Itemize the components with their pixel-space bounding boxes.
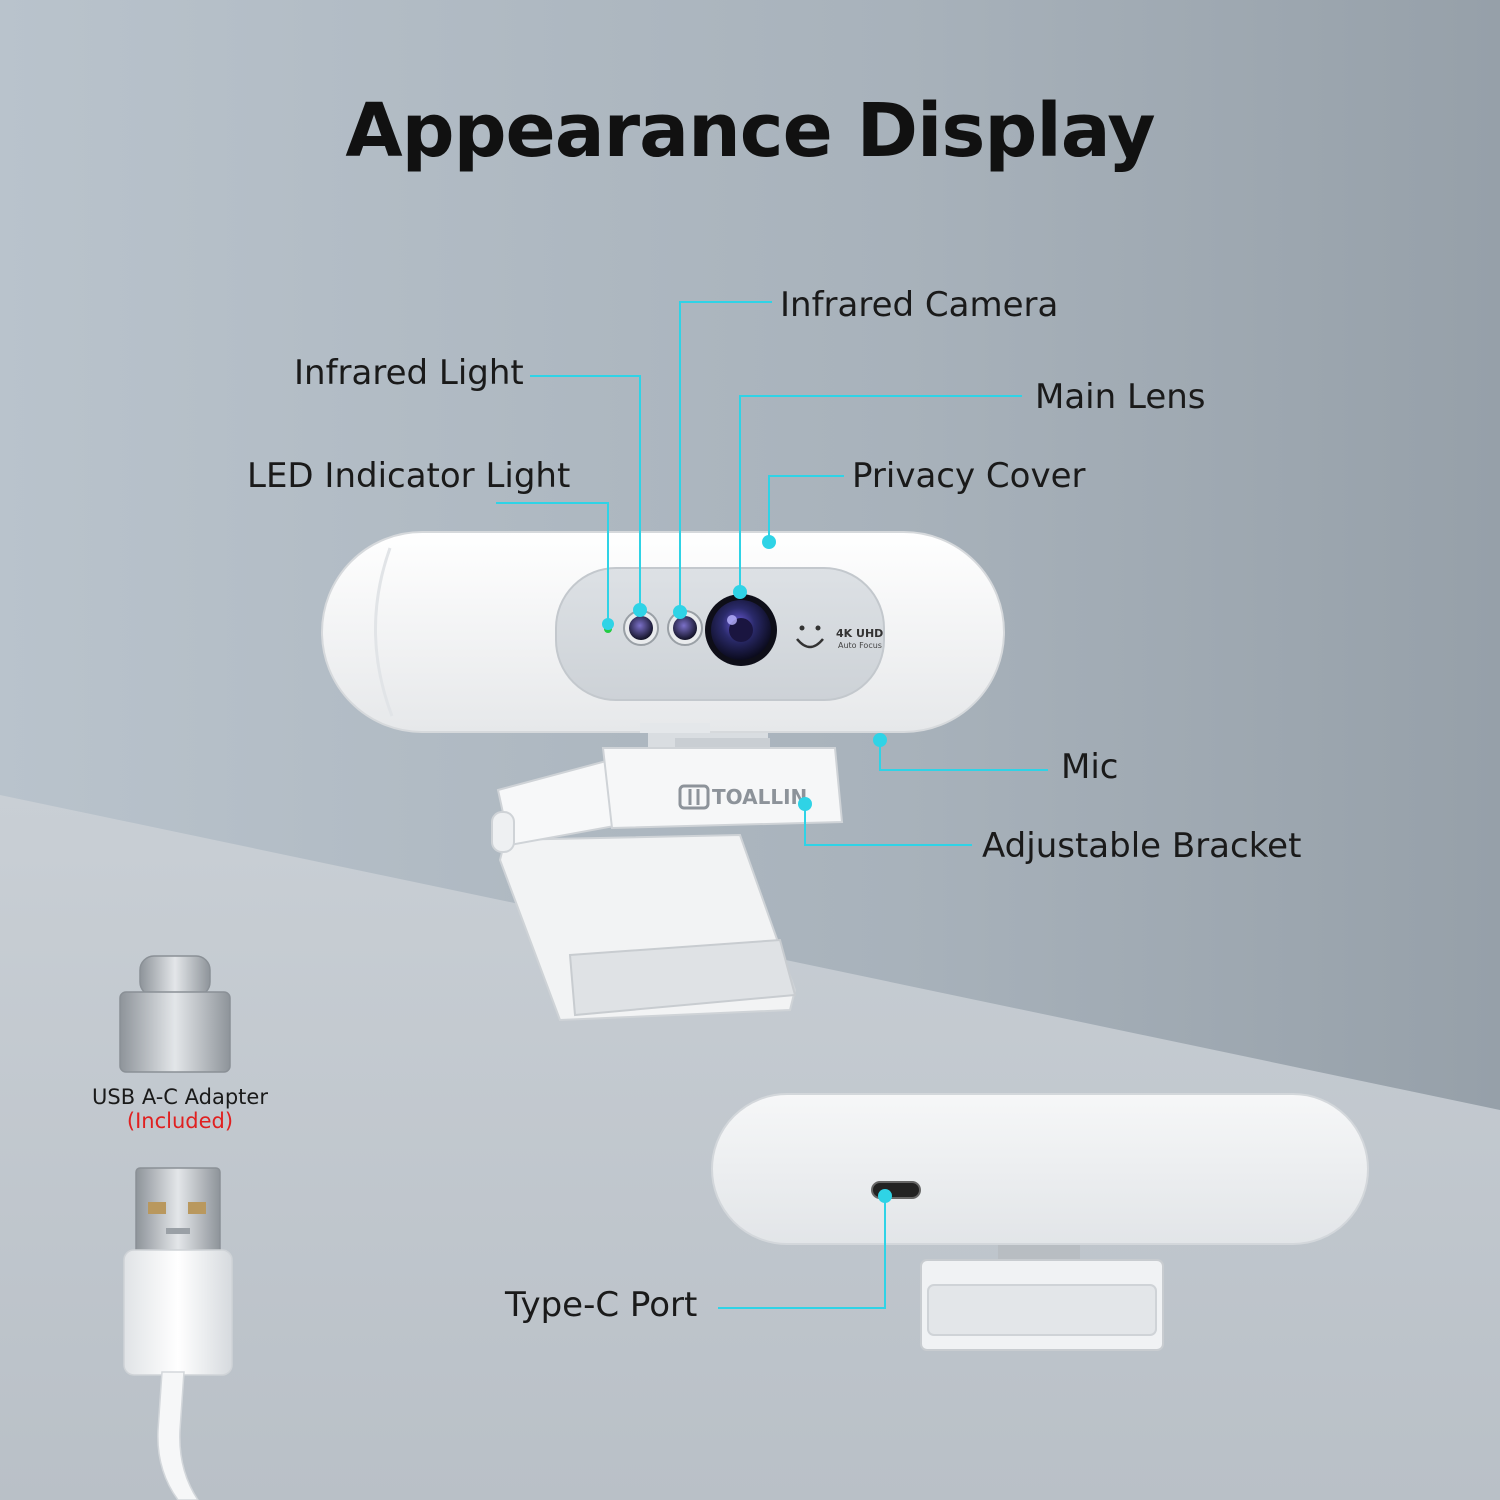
dot-infrared-light — [633, 603, 647, 617]
callout-led — [496, 502, 609, 624]
callout-privacy-cover — [768, 475, 844, 542]
label-type-c-port: Type-C Port — [505, 1285, 698, 1325]
callout-mic — [879, 740, 1048, 771]
dot-led — [602, 618, 614, 630]
callout-adjustable-bracket — [804, 804, 972, 846]
dot-privacy-cover — [762, 535, 776, 549]
label-main-lens: Main Lens — [1035, 377, 1206, 417]
brand-logo — [678, 784, 710, 810]
dot-adjustable-bracket — [798, 797, 812, 811]
badge-sub: Auto Focus — [838, 641, 882, 650]
cable — [157, 1371, 199, 1500]
label-adjustable-bracket: Adjustable Bracket — [982, 826, 1302, 866]
smiley-logo — [796, 625, 824, 649]
badge-main: 4K UHD — [836, 627, 884, 640]
label-led-indicator-light: LED Indicator Light — [247, 456, 571, 496]
callout-type-c — [718, 1196, 886, 1309]
callout-infrared-camera — [679, 301, 772, 612]
callout-infrared-light — [530, 375, 641, 610]
brand-name: TOALLIN — [712, 785, 808, 809]
adapter-body — [119, 991, 231, 1073]
dot-infrared-camera — [673, 605, 687, 619]
dot-mic — [873, 733, 887, 747]
callout-main-lens — [739, 395, 1022, 592]
label-adapter-note: (Included) — [126, 1109, 234, 1133]
dot-type-c — [878, 1189, 892, 1203]
dot-main-lens — [733, 585, 747, 599]
label-infrared-camera: Infrared Camera — [780, 285, 1059, 325]
label-privacy-cover: Privacy Cover — [852, 456, 1086, 496]
rear-body — [711, 1093, 1369, 1245]
label-infrared-light: Infrared Light — [294, 353, 524, 393]
label-adapter: USB A-C Adapter — [92, 1085, 268, 1109]
page-title: Appearance Display — [345, 88, 1155, 174]
label-mic: Mic — [1061, 747, 1119, 787]
adjustable-bracket-block — [601, 747, 844, 830]
